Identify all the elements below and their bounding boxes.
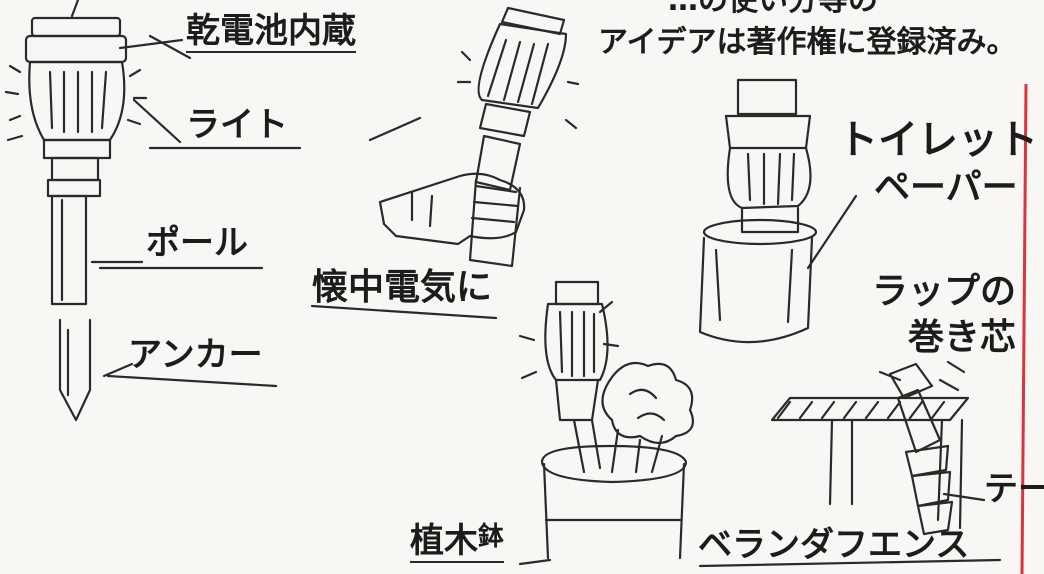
flashlight-drawing bbox=[368, 6, 580, 268]
label-planter-suffix: 鉢 bbox=[478, 522, 505, 552]
label-pole: ポール bbox=[146, 223, 248, 263]
planter-lamp-drawing bbox=[518, 280, 694, 566]
label-fence: ベランダフエンス bbox=[698, 525, 970, 565]
garden-lamp-drawing bbox=[4, 0, 148, 422]
toilet-paper-lamp-drawing bbox=[698, 78, 858, 344]
label-tape: テー bbox=[984, 469, 1044, 509]
note-line-2: アイデアは著作権に登録済み。 bbox=[598, 25, 1017, 60]
note-line-1: …の使い分等の bbox=[668, 0, 878, 18]
fence-lamp-drawing bbox=[698, 360, 1002, 568]
label-toilet-paper-1: トイレット bbox=[838, 117, 1038, 163]
label-wrap-core-1: ラップの bbox=[872, 271, 1017, 312]
label-toilet-paper-2: ペーパー bbox=[874, 167, 1018, 208]
label-planter: 植木鉢 bbox=[410, 521, 505, 563]
margin-line bbox=[1020, 83, 1028, 574]
label-wrap-core-2: 巻き芯 bbox=[908, 317, 1017, 358]
label-battery: 乾電池内蔵 bbox=[186, 11, 356, 53]
label-anchor: アンカー bbox=[128, 335, 263, 375]
label-light: ライト bbox=[186, 105, 288, 145]
label-flashlight: 懐中電気に bbox=[312, 267, 493, 308]
